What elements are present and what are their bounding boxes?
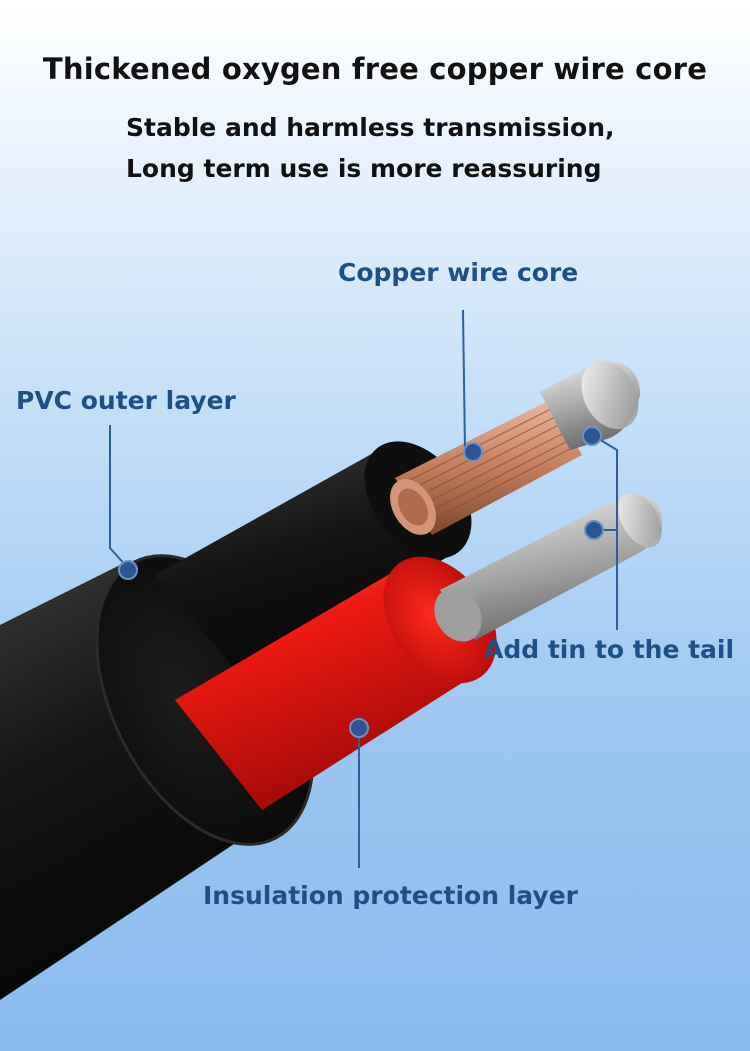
marker-dots — [118, 426, 604, 738]
tinned-tip-upper — [540, 360, 640, 450]
leader-lines — [109, 309, 618, 868]
marker-dot-pvc — [118, 560, 138, 580]
leader-line-copper — [462, 309, 466, 453]
subtitle-line-2: Long term use is more reassuring — [126, 154, 602, 183]
marker-dot-tin-lower — [584, 520, 604, 540]
marker-dot-copper — [463, 442, 483, 462]
label-copper-wire-core: Copper wire core — [338, 258, 579, 287]
label-add-tin-tail: Add tin to the tail — [484, 635, 735, 664]
label-insulation-layer: Insulation protection layer — [203, 881, 578, 910]
copper-strands — [390, 400, 582, 535]
leader-line-pvc — [109, 425, 129, 569]
marker-dot-tin-upper — [582, 426, 602, 446]
label-pvc-outer-layer: PVC outer layer — [16, 386, 236, 415]
marker-dot-insulation — [349, 718, 369, 738]
subtitle-line-1: Stable and harmless transmission, — [126, 113, 615, 142]
headline: Thickened oxygen free copper wire core — [42, 52, 708, 86]
leader-line-tin-upper — [593, 435, 618, 630]
